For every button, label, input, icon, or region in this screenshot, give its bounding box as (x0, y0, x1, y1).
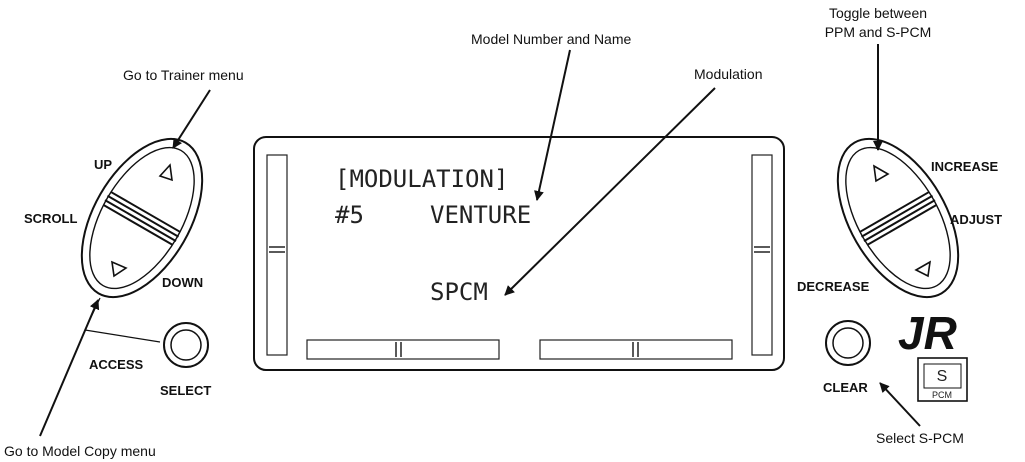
lcd-screen: [MODULATION] #5 VENTURE SPCM (253, 136, 785, 371)
spcm-badge: S PCM (917, 357, 968, 402)
model-name-arrow (534, 49, 571, 201)
model-copy-arrow (39, 299, 100, 437)
adjust-label: ADJUST (950, 212, 1002, 227)
callout-toggle-line2: PPM and S-PCM (825, 24, 932, 40)
select-spcm-arrow (879, 382, 921, 427)
callout-toggle-line1: Toggle between (829, 5, 927, 21)
adjust-key[interactable] (813, 119, 983, 318)
lcd-title: [MODULATION] (335, 165, 508, 193)
down-arrow-icon (111, 260, 128, 278)
lcd-model-name: VENTURE (430, 201, 531, 229)
clear-button[interactable] (825, 320, 871, 366)
modulation-arrow (504, 87, 716, 296)
up-label: UP (94, 157, 112, 172)
spcm-badge-sub: PCM (932, 390, 952, 400)
increase-arrow-icon (872, 164, 890, 183)
select-button[interactable] (163, 322, 209, 368)
trainer-arrow (172, 89, 211, 149)
select-label: SELECT (160, 383, 211, 398)
callout-select-spcm: Select S-PCM (876, 430, 964, 446)
right-trim-bar (751, 154, 773, 356)
scroll-key[interactable] (57, 119, 227, 318)
callout-trainer: Go to Trainer menu (123, 67, 244, 83)
lcd-modulation-value: SPCM (430, 278, 488, 306)
clear-label: CLEAR (823, 380, 868, 395)
callout-model-copy: Go to Model Copy menu (4, 443, 156, 459)
left-trim-bar (266, 154, 288, 356)
callout-modulation: Modulation (694, 66, 763, 82)
scroll-label: SCROLL (24, 211, 78, 226)
increase-label: INCREASE (931, 159, 999, 174)
down-label: DOWN (162, 275, 203, 290)
access-label: ACCESS (89, 357, 144, 372)
lcd-model-number: #5 (335, 201, 364, 229)
bottom-right-trim-bar (539, 339, 733, 360)
spcm-badge-letter: S (937, 368, 948, 385)
decrease-label: DECREASE (797, 279, 870, 294)
callout-model-name: Model Number and Name (471, 31, 632, 47)
decrease-arrow-icon (914, 260, 932, 278)
up-arrow-icon (158, 163, 173, 182)
jr-logo: JR (898, 307, 957, 359)
bottom-left-trim-bar (306, 339, 500, 360)
